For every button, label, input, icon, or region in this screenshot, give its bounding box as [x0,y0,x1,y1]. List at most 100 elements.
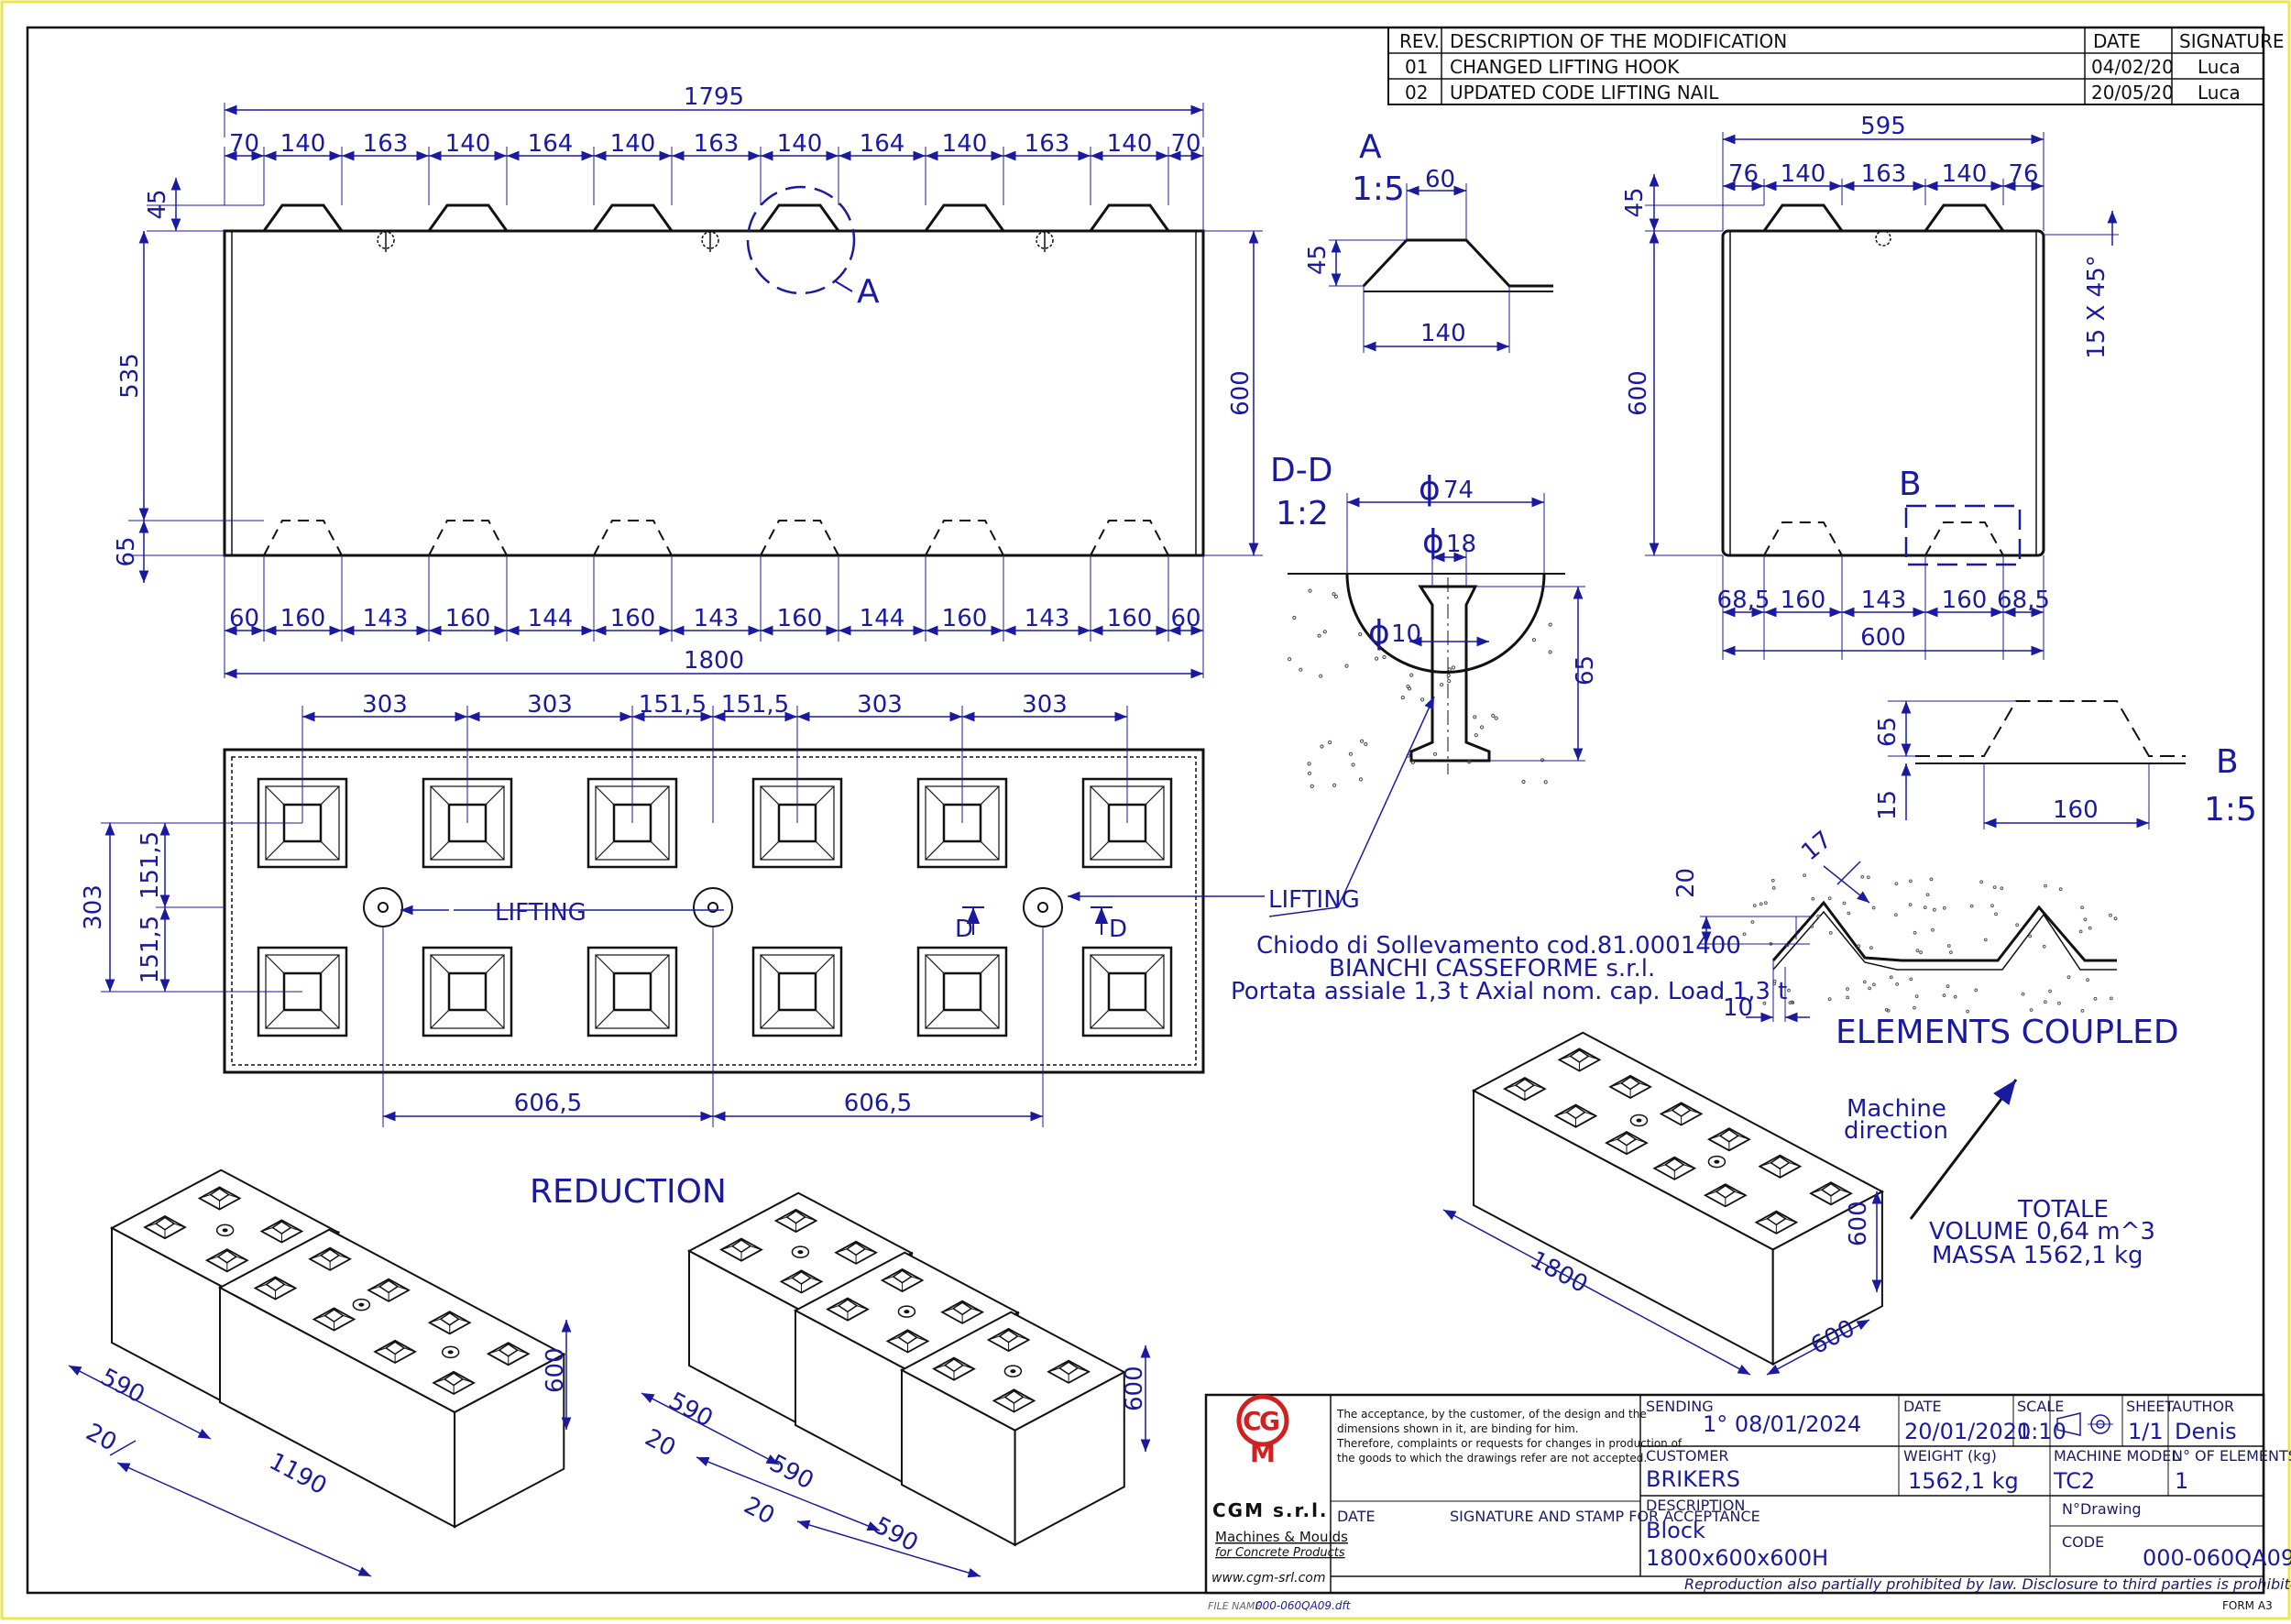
coupled-dim-17: 17 [1796,826,1837,866]
company-name: CGM s.r.l. [1212,1499,1329,1521]
front-dim-bottom-seg: 160 [1107,605,1153,632]
detail-a-circle [746,185,856,295]
detail-a-dim-height: 45 [1304,245,1332,275]
front-dim-bottom-seg: 160 [610,605,656,632]
bottom-key [925,520,1004,556]
rev-row-1-desc: CHANGED LIFTING HOOK [1450,56,1680,78]
front-dim-left-45: 45 [144,189,171,219]
section-dd-dim-d2: 18 [1446,531,1476,558]
coupled-hatch [1742,873,2118,1014]
section-dd-recess [1345,573,1546,674]
description-label: DESCRIPTION [1646,1497,1745,1514]
red-right-590a: 590 [664,1388,718,1433]
rev-row-2-date: 20/05/20 [2091,82,2174,104]
reduction-left-large-block [217,1228,566,1529]
sheet-label: SHEET [2126,1398,2174,1415]
red-left-600: 600 [542,1347,569,1393]
bottom-key [593,520,673,556]
machine-direction-line1: Machine [1847,1095,1946,1123]
rev-row-2-desc: UPDATED CODE LIFTING NAIL [1450,82,1719,104]
detail-b-scale: 1:5 [2204,791,2257,828]
side-dim-overall-bottom: 600 [1860,624,1906,652]
bottom-key [263,520,343,556]
detail-b-marker: B [1899,466,1922,503]
scale-label: SCALE [2017,1398,2064,1415]
plan-dim-left-1515a: 151,5 [137,831,164,899]
plan-key [1081,946,1173,1037]
section-dd-dim-d1: 74 [1443,477,1474,504]
top-key [427,203,509,232]
sending-label: SENDING [1646,1398,1714,1415]
plan-key [916,946,1008,1037]
legal-notice: Reproduction also partially prohibited b… [1684,1575,2291,1593]
red-left-20: 20 [82,1419,121,1457]
detail-a-dim-base: 140 [1420,320,1466,347]
totals-line1: TOTALE [2017,1196,2109,1223]
detail-a-marker: A [857,273,880,311]
plan-lifting-label-2: LIFTING [1268,886,1360,914]
side-dim-chamfer: 15 X 45° [2083,255,2110,359]
file-name-label: FILE NAME [1208,1600,1261,1612]
plan-dim-top: 303 [1022,691,1068,719]
plan-dim-left-303: 303 [80,884,107,930]
ndrawing-label: N°Drawing [2062,1500,2142,1518]
detail-b-dim-width: 160 [2053,796,2099,824]
front-dim-bottom-seg: 143 [1025,605,1070,632]
front-dim-bottom-seg: 144 [528,605,574,632]
nail-note-line2: BIANCHI CASSEFORME s.r.l. [1329,955,1655,982]
rev-row-2-sig: Luca [2198,82,2241,104]
machine-direction-arrow [1909,1079,2018,1220]
plan-section-label-left: D [955,916,973,943]
file-name-value: 000-060QA09.dft [1255,1599,1352,1612]
detail-b-profile [1915,700,2186,757]
top-key [759,203,840,232]
scale-value: 1:10 [2017,1419,2066,1444]
bottom-key [428,520,508,556]
plan-lifting-nail [1023,887,1063,927]
main-block-iso [1471,1031,1885,1366]
plan-key [586,946,678,1037]
plan-key [422,946,513,1037]
front-dim-top-seg: 140 [942,130,988,158]
acceptance-date-label: DATE [1337,1508,1376,1525]
concrete-hatch [1288,588,1552,789]
side-dim-left-45: 45 [1621,187,1649,217]
section-dd-phi2: ϕ [1422,523,1444,561]
reduction-title: REDUCTION [530,1173,727,1211]
side-dim-bottom-seg: 143 [1861,587,1907,614]
front-dim-bottom-seg: 160 [445,605,491,632]
draw-date-value: 20/01/2020 [1904,1419,2031,1444]
side-dim-bottom-seg: 68,5 [1717,587,1770,614]
acceptance-line-4: the goods to which the drawings refer ar… [1337,1452,1647,1465]
front-view-body [223,229,1205,557]
plan-dim-top: 303 [362,691,408,719]
section-dd-dim-d3: 10 [1391,620,1421,648]
detail-b-dim-height: 65 [1874,717,1902,747]
company-website: www.cgm-srl.com [1211,1571,1325,1586]
front-dim-overall-bottom: 1800 [684,647,744,675]
top-key [262,203,344,232]
side-dim-bottom-seg: 160 [1781,587,1826,614]
nail-note-line3: Portata assiale 1,3 t Axial nom. cap. Lo… [1231,978,1787,1005]
acceptance-line-3: Therefore, complaints or requests for ch… [1336,1437,1683,1450]
side-dim-top-seg: 163 [1861,160,1907,188]
revision-table: REV. DESCRIPTION OF THE MODIFICATION DAT… [1387,27,2285,105]
draw-date-label: DATE [1903,1398,1942,1415]
form-size: FORM A3 [2222,1599,2273,1612]
weight-value: 1562,1 kg [1908,1468,2019,1494]
red-right-20b: 20 [740,1492,779,1531]
side-dim-top-seg: 76 [1728,160,1759,188]
logo-letter-g: G [1259,1406,1280,1436]
bottom-key [760,520,839,556]
cgm-logo [1236,1394,1289,1447]
front-dim-bottom-seg: 160 [942,605,988,632]
coupled-dim-10: 10 [1723,994,1753,1022]
title-block: C G M CGM s.r.l. Machines & Moulds for C… [1204,1393,2291,1595]
detail-a-profile [1362,238,1553,288]
main-block [1471,1031,1885,1366]
section-dd: D-D 1:2 ϕ 74 ϕ 18 ϕ 10 65 [1270,452,1599,789]
